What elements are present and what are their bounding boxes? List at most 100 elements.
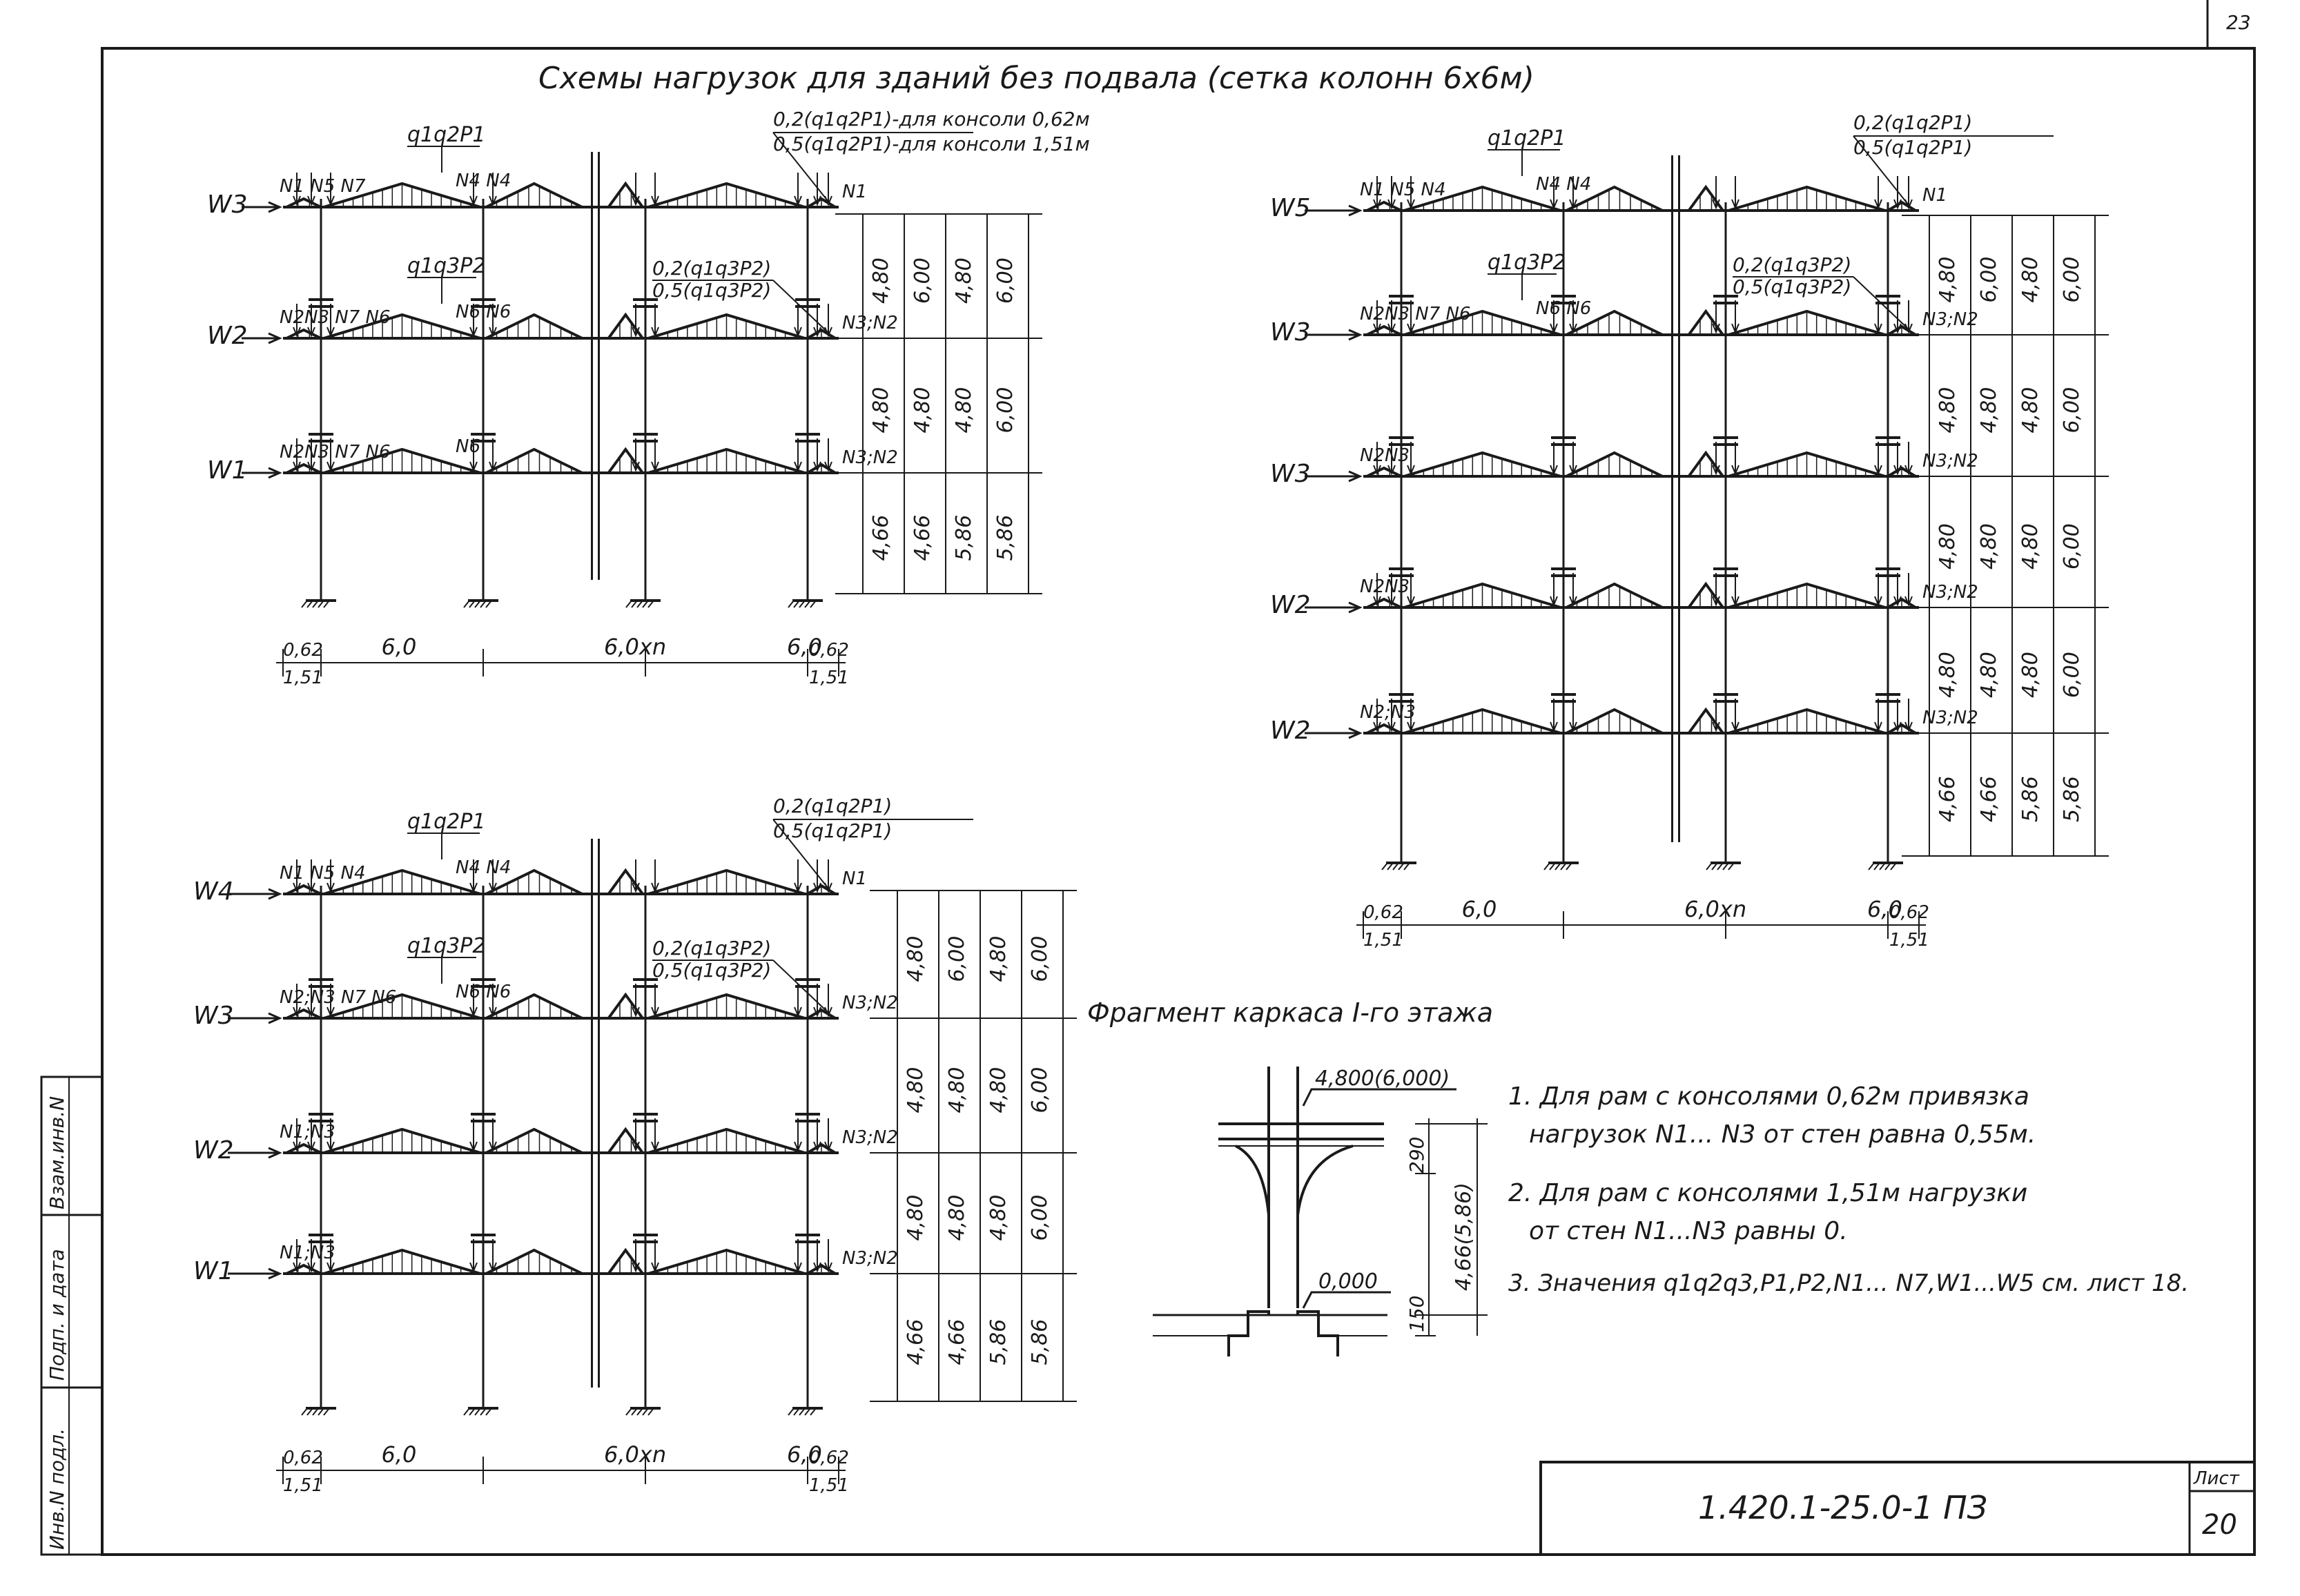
fragment-dim-290: 290 [1405, 1137, 1428, 1174]
wind-arrow-head [1348, 727, 1363, 739]
node-load-label: N2N3 N7 N6 [280, 307, 391, 328]
load-arrow-head [1904, 465, 1913, 476]
dimension-value: 6,00 [1028, 1195, 1052, 1241]
load-arrow-head [327, 1141, 335, 1152]
load-arrow-head [1387, 465, 1396, 476]
wind-arrow-head [1348, 329, 1363, 341]
cantilever-load-top-2: 0,5(q1q2P1) [773, 819, 892, 842]
note-line-5: 3. Значения q1q2q3,P1,P2,N1... N7,W1...W… [1508, 1269, 2189, 1297]
leader [1853, 276, 1909, 330]
dimension-value: 4,80 [952, 387, 976, 434]
triangular-load [485, 313, 583, 340]
load-arrow-head [293, 1141, 301, 1152]
load-arrow-head [1387, 323, 1396, 334]
cantilever-load-mid-1: 0,2(q1q3P2) [652, 937, 771, 960]
wind-label: W3 [1270, 460, 1311, 488]
node-load-label: N3;N2 [842, 1248, 898, 1269]
span-value: 0,62 [1889, 902, 1929, 923]
node-load-label: N6 N6 [456, 982, 511, 1002]
dimension-value: 4,80 [1936, 523, 1960, 570]
support-hatch [474, 600, 481, 608]
load-arrow-head [327, 195, 335, 206]
span-value: 6,0 [382, 634, 417, 660]
support-hatch [312, 1408, 319, 1416]
node-load-label: N3;N2 [842, 313, 898, 333]
dimension-value: 4,66 [1936, 776, 1960, 822]
load-arrow-head [1712, 323, 1720, 334]
fragment-dim-150: 150 [1405, 1296, 1428, 1332]
support-hatch [631, 600, 638, 608]
dimension-value: 6,00 [945, 936, 969, 982]
dimension-value: 4,80 [904, 936, 928, 982]
load-arrow-head [794, 1006, 802, 1018]
sheet-border [101, 47, 2256, 1556]
fragment-top-mark: 4,800(6,000) [1315, 1067, 1450, 1091]
support-hatch [1873, 862, 1880, 870]
wind-label: W3 [1270, 318, 1311, 347]
node-load-label: N2;N3 N7 N6 [280, 987, 396, 1008]
node-load-label: N2N3 [1360, 576, 1410, 597]
support-hatch [306, 600, 313, 608]
load-arrow-head [327, 1262, 335, 1273]
dimension-value: 4,66 [869, 515, 893, 561]
load-arrow-head [794, 195, 802, 206]
load-arrow-head [1569, 465, 1577, 476]
span-value-alt: 1,51 [1889, 930, 1929, 951]
support-hatch [1722, 862, 1729, 870]
drawing-title: Схемы нагрузок для зданий без подвала (с… [538, 61, 1534, 96]
load-arrow-head [1731, 596, 1739, 607]
support-hatch [647, 600, 654, 608]
dimension-value: 6,00 [1977, 257, 2001, 303]
support-hatch [1403, 862, 1410, 870]
dimension-value: 6,00 [1028, 936, 1052, 982]
load-arrow-head [813, 461, 821, 472]
load-arrow-head [813, 1141, 821, 1152]
load-arrow-head [1904, 721, 1913, 732]
load-arrow-head [307, 327, 315, 338]
load-label-mid: q1q3P2 [1488, 251, 1566, 275]
load-arrow-head [1731, 323, 1739, 334]
load-arrow-head [1893, 721, 1902, 732]
load-arrow-head [1569, 596, 1577, 607]
triangular-load [485, 1248, 583, 1275]
node-load-label: N4 N4 [1536, 174, 1591, 195]
load-arrow-head [824, 1141, 832, 1152]
support-hatch [631, 1408, 638, 1416]
dimension-value: 5,86 [952, 515, 976, 561]
triangular-load [485, 993, 583, 1020]
span-value: 0,62 [809, 640, 849, 661]
span-value: 6,0 [382, 1441, 417, 1468]
note-line-4: от стен N1...N3 равны 0. [1529, 1217, 1848, 1245]
dimension-value: 4,80 [2018, 387, 2043, 434]
support-hatch [312, 600, 319, 608]
title-block: 1.420.1-25.0-1 ПЗ Лист 20 [1539, 1461, 2256, 1556]
load-arrow-head [307, 882, 315, 893]
node-load-label: N3;N2 [842, 993, 898, 1013]
load-arrow-head [1550, 199, 1558, 210]
dimension-value: 6,00 [2060, 652, 2084, 698]
wind-label: W2 [193, 1136, 234, 1165]
wind-arrow-head [268, 201, 282, 213]
load-arrow-head [824, 461, 832, 472]
wind-label: W2 [1270, 717, 1311, 745]
note-line-2: нагрузок N1... N3 от стен равна 0,55м. [1529, 1120, 2036, 1149]
load-arrow-head [813, 882, 821, 893]
cantilever-load-top-2: 0,5(q1q2P1)-для консоли 1,51м [773, 133, 1090, 155]
dimension-value: 4,66 [910, 515, 935, 561]
triangular-load [286, 463, 322, 474]
wind-arrow-head [1348, 601, 1363, 614]
wind-label: W3 [207, 191, 248, 219]
load-arrow-head [489, 1006, 497, 1018]
triangular-load [485, 447, 583, 474]
load-arrow-head [632, 1262, 640, 1273]
span-value-alt: 1,51 [283, 668, 323, 688]
dimension-value: 6,00 [2060, 523, 2084, 570]
load-arrow-head [794, 1262, 802, 1273]
node-load-label: N2N3 N7 N6 [1360, 304, 1471, 324]
support-hatch [647, 1408, 654, 1416]
load-arrow-head [307, 1262, 315, 1273]
load-arrow-head [293, 882, 301, 893]
node-load-label: N6 [456, 436, 480, 457]
triangular-load [485, 868, 583, 895]
